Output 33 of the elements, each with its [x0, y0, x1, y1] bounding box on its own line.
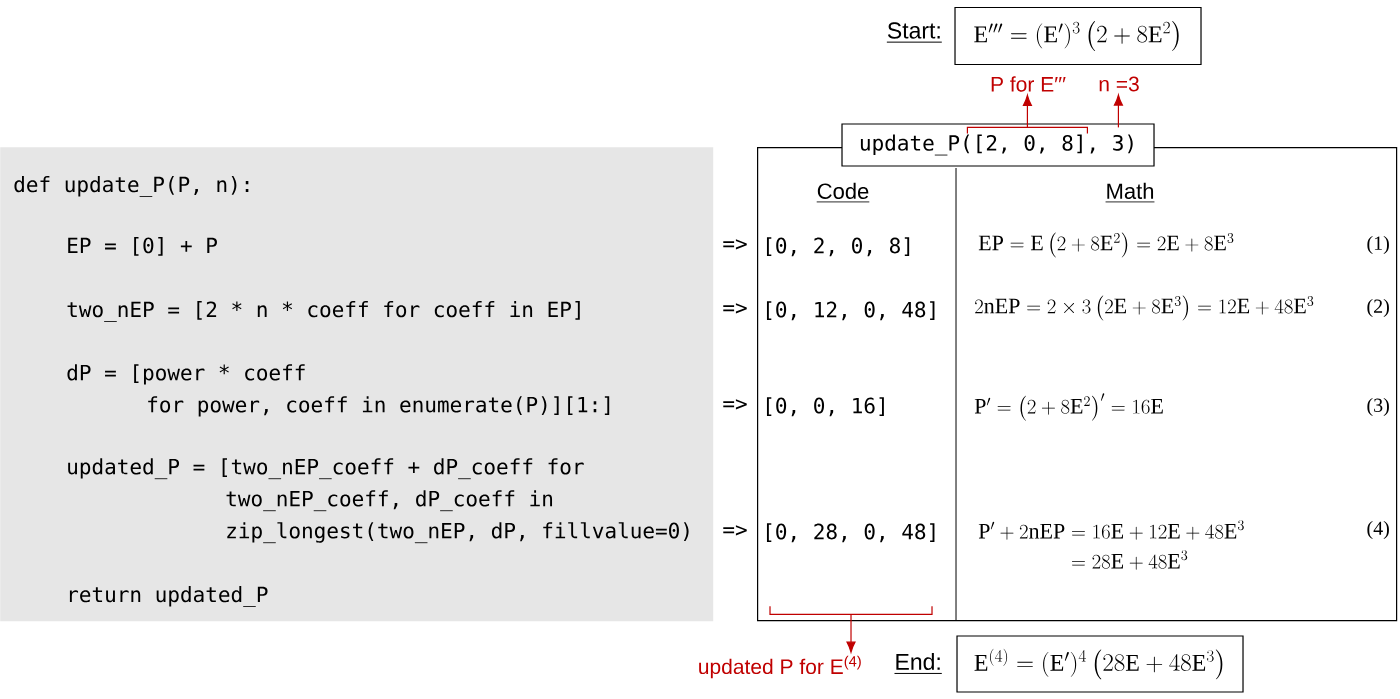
equation-number: (1) — [1367, 235, 1389, 255]
annotation-label: updated P for E$^{(4)}$ — [699, 655, 861, 679]
code-line: two_nEP = [2 * n * coeff for coeff in EP] — [67, 301, 580, 322]
code-line: updated_P = [two_nEP_coeff + dP_coeff for two_nEP_coeff, dP_coeff in zip_longest(two_nEP, dP, fillvalue=0) — [68, 458, 689, 544]
function-call-box: update_P([2, 0, 8], 3) — [841, 123, 1155, 167]
equation: $\begin{aligned}\mathrm{P}'+2\mathrm{nEP} &= 16\mathrm{E}+12\mathrm{E}+48\mathrm{E}^{3}\\ &= 28\mathrm{E}+48\mathrm{E}^{3}\end{aligned}$ — [978, 520, 1244, 570]
equation: $\mathrm{EP} = \mathrm{E}\left(2+8\mathrm{E}^{2}\right) = 2\mathrm{E}+8\mathrm{E}^{3}$ — [978, 232, 1234, 258]
equation-number: (2) — [1367, 298, 1389, 318]
annotation-arrow — [846, 613, 856, 653]
equation: $2\mathrm{nEP} = 2\times 3\left(2\mathrm{E}+8\mathrm{E}^{3}\right) = 12\mathrm{E}+48\mathrm{E}^{3}$ — [975, 295, 1314, 321]
result-array: [0, 2, 0, 8] — [766, 237, 910, 257]
annotation-label: n =3 — [1099, 76, 1139, 92]
annotation-arrow — [1113, 94, 1123, 128]
code-line: def update_P(P, n): — [14, 176, 249, 197]
formula-box: $\mathrm{E}''' = (\mathrm{E}')^{3}\left(2+8\mathrm{E}^{2}\right)$ — [954, 6, 1202, 66]
code-line: dP = [power * coeff for power, coeff in enumerate(P)][1:] — [67, 364, 610, 417]
step-label: End: — [894, 653, 943, 674]
result-array: [0, 0, 16] — [766, 397, 884, 417]
column-header: Math — [1105, 182, 1155, 203]
code-line: return updated_P — [69, 586, 268, 607]
code-panel — [0, 147, 714, 622]
annotation-arrow — [966, 94, 1088, 134]
result-array: [0, 28, 0, 48] — [766, 523, 935, 543]
formula-box: $\mathrm{E}^{(4)} = (\mathrm{E}')^{4}\left(28\mathrm{E}+48\mathrm{E}^{3}\right)$ — [956, 635, 1244, 693]
equation: $\mathrm{P}' = \left(2+8\mathrm{E}^{2}\right)' = 16\mathrm{E}$ — [974, 393, 1163, 421]
equation-number: (3) — [1367, 397, 1389, 417]
code-line: EP = [0] + P — [68, 237, 217, 256]
implies-sign: => — [723, 525, 747, 536]
step-label: Start: — [886, 22, 943, 43]
column-header: Code — [816, 182, 870, 203]
annotation-label: P for E′′′ — [991, 76, 1066, 92]
result-array: [0, 12, 0, 48] — [766, 301, 935, 321]
equation-number: (4) — [1367, 520, 1389, 540]
